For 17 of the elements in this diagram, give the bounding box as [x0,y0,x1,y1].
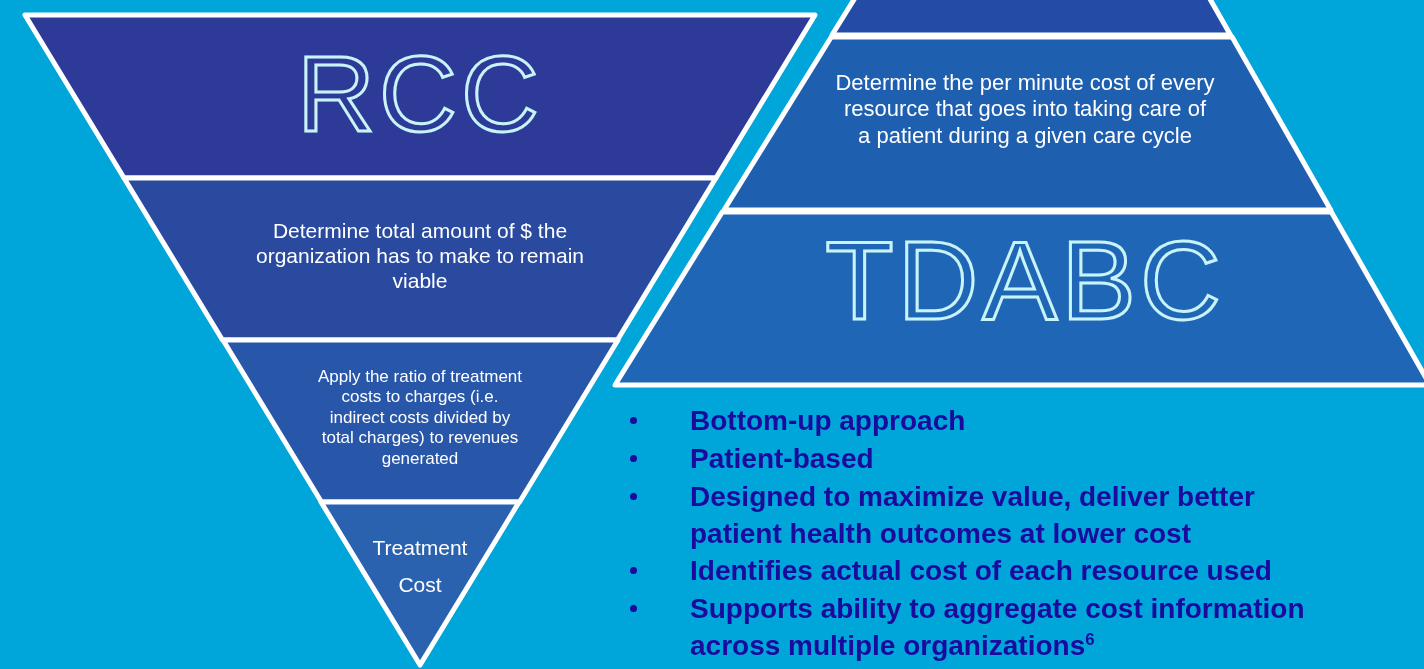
bullet-text: Designed to maximize value, deliver better patient health outcomes at lower cost [690,480,1256,551]
heading: RCC [296,40,544,148]
heading: TDABC [824,225,1226,337]
description: Apply the ratio of treatment costs to charges (i.e. indirect costs divided by total charges) to revenues generated [316,367,524,469]
rcc-band [25,15,815,178]
bullet-text: Bottom-up approach [690,404,967,438]
tdabc-band [615,212,1424,385]
description: Determine total amount of $ the organization has to make to remain viable [254,218,585,294]
pyramid-band [723,37,1331,210]
bullet-text: Patient-based [690,442,875,476]
pyramid-band [124,178,716,340]
pyramid-band [222,340,618,502]
description: Determine the per minute cost of every resource that goes into taking care of a patient during a given care cycle [835,70,1215,150]
pyramid-tip [320,502,520,665]
bullet-text: Supports ability to aggregate cost information across multiple organizations$^{6}$ [690,592,1306,663]
bullet-text: Identifies actual cost of each resource used [690,554,1273,588]
description: Treatment Cost [371,535,469,598]
